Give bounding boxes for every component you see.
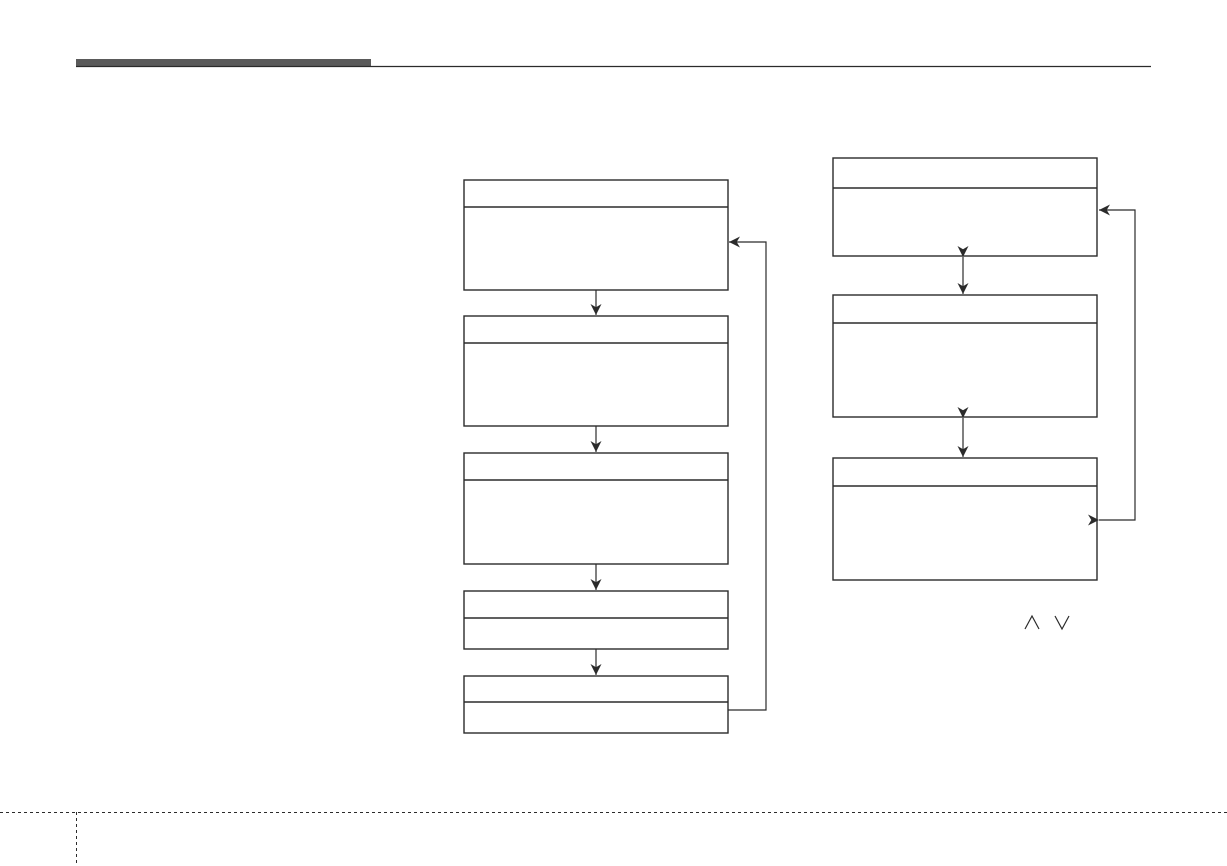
left-box-2 [463,315,729,427]
left-flow-chain [463,179,767,734]
down-caret-icon [1054,615,1070,631]
right-box-3 [832,457,1098,581]
header-accent-bar [76,59,371,67]
left-box-1 [463,179,729,291]
arrow-right-side-loop [1088,204,1136,526]
left-box-3 [463,452,729,565]
left-box-4 [463,590,729,650]
arrow-left-loop-back [728,236,767,711]
page-header [76,59,1151,68]
page-footer [0,812,1227,866]
right-box-2 [832,294,1098,418]
right-box-1 [832,157,1098,257]
right-flow-chain [832,157,1136,631]
left-box-5 [463,675,729,734]
up-caret-icon [1024,614,1040,630]
